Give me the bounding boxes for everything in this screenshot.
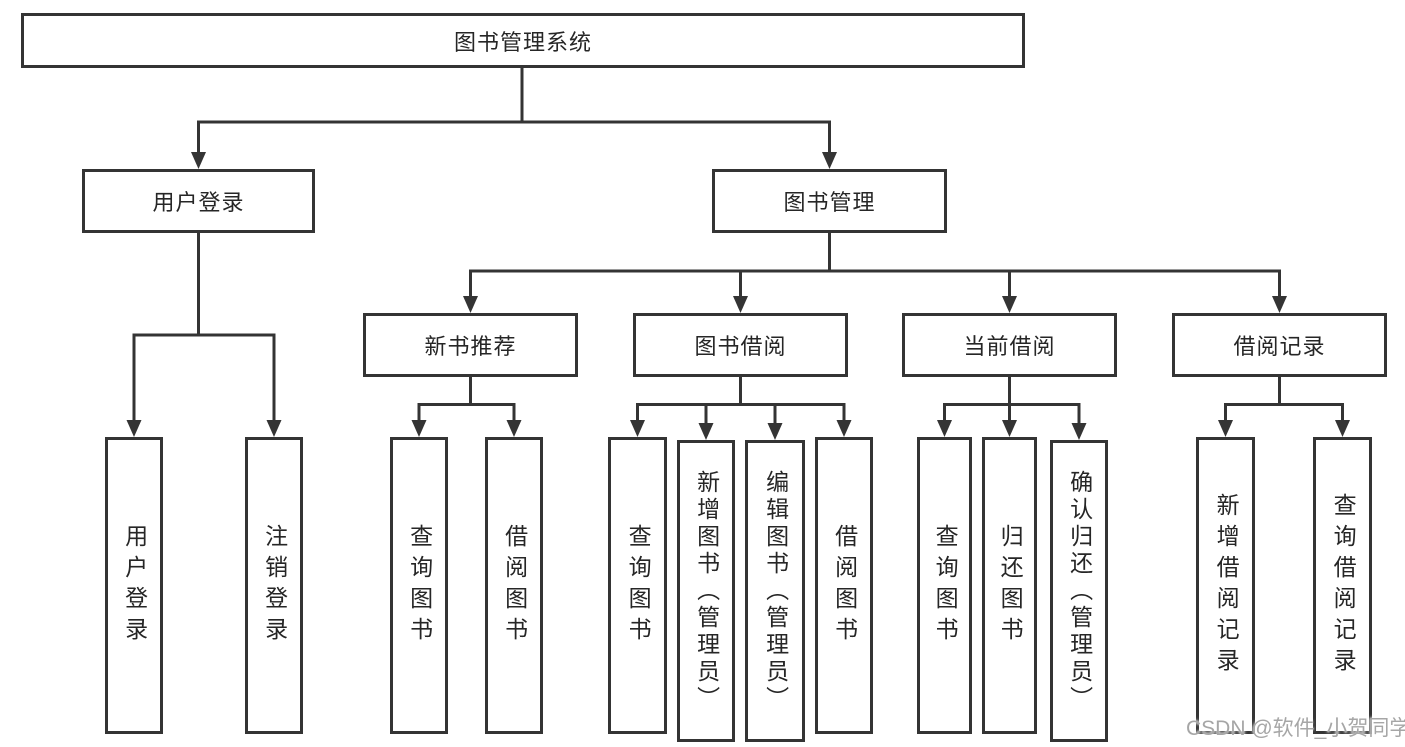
leaf-query-borrow-record-label: 查询借阅记录 <box>1330 492 1357 679</box>
leaf-borrow-query-book: 查询图书 <box>608 437 667 734</box>
node-book-borrow-label: 图书借阅 <box>694 334 787 359</box>
leaf-confirm-return-admin: 确认归还（管理员） <box>1050 440 1108 742</box>
node-borrow-records-label: 借阅记录 <box>1233 334 1326 359</box>
node-current-borrow: 当前借阅 <box>902 313 1117 377</box>
node-borrow-records: 借阅记录 <box>1172 313 1387 377</box>
node-new-book-recommend: 新书推荐 <box>363 313 578 377</box>
leaf-logout: 注销登录 <box>245 437 303 734</box>
leaf-add-borrow-record: 新增借阅记录 <box>1196 437 1255 734</box>
leaf-current-query-book-label: 查询图书 <box>932 523 959 648</box>
node-book-management-label: 图书管理 <box>783 190 876 215</box>
node-new-book-recommend-label: 新书推荐 <box>424 334 517 359</box>
leaf-borrow-book: 借阅图书 <box>815 437 873 734</box>
leaf-return-book: 归还图书 <box>982 437 1037 734</box>
leaf-current-query-book: 查询图书 <box>917 437 972 734</box>
watermark: CSDN @软件_小贺同学 <box>1186 717 1405 740</box>
node-root: 图书管理系统 <box>21 13 1025 68</box>
leaf-recommend-query-book-label: 查询图书 <box>406 523 433 648</box>
leaf-add-book-admin: 新增图书（管理员） <box>677 440 735 742</box>
leaf-add-book-admin-label: 新增图书（管理员） <box>693 469 720 713</box>
leaf-add-borrow-record-label: 新增借阅记录 <box>1213 492 1240 679</box>
leaf-logout-label: 注销登录 <box>261 523 288 648</box>
leaf-recommend-query-book: 查询图书 <box>390 437 448 734</box>
leaf-user-login: 用户登录 <box>105 437 163 734</box>
node-root-label: 图书管理系统 <box>453 29 592 55</box>
leaf-return-book-label: 归还图书 <box>997 523 1024 648</box>
leaf-recommend-borrow-book: 借阅图书 <box>485 437 543 734</box>
leaf-borrow-book-label: 借阅图书 <box>831 523 858 648</box>
node-book-borrow: 图书借阅 <box>633 313 848 377</box>
leaf-edit-book-admin-label: 编辑图书（管理员） <box>762 469 789 713</box>
leaf-confirm-return-admin-label: 确认归还（管理员） <box>1066 469 1093 713</box>
node-user-login-label: 用户登录 <box>152 190 245 215</box>
leaf-borrow-query-book-label: 查询图书 <box>625 523 652 648</box>
node-current-borrow-label: 当前借阅 <box>963 334 1056 359</box>
leaf-query-borrow-record: 查询借阅记录 <box>1313 437 1372 734</box>
node-user-login: 用户登录 <box>82 169 315 233</box>
leaf-recommend-borrow-book-label: 借阅图书 <box>501 523 528 648</box>
leaf-edit-book-admin: 编辑图书（管理员） <box>745 440 805 742</box>
leaf-user-login-label: 用户登录 <box>121 523 148 648</box>
node-book-management: 图书管理 <box>712 169 947 233</box>
